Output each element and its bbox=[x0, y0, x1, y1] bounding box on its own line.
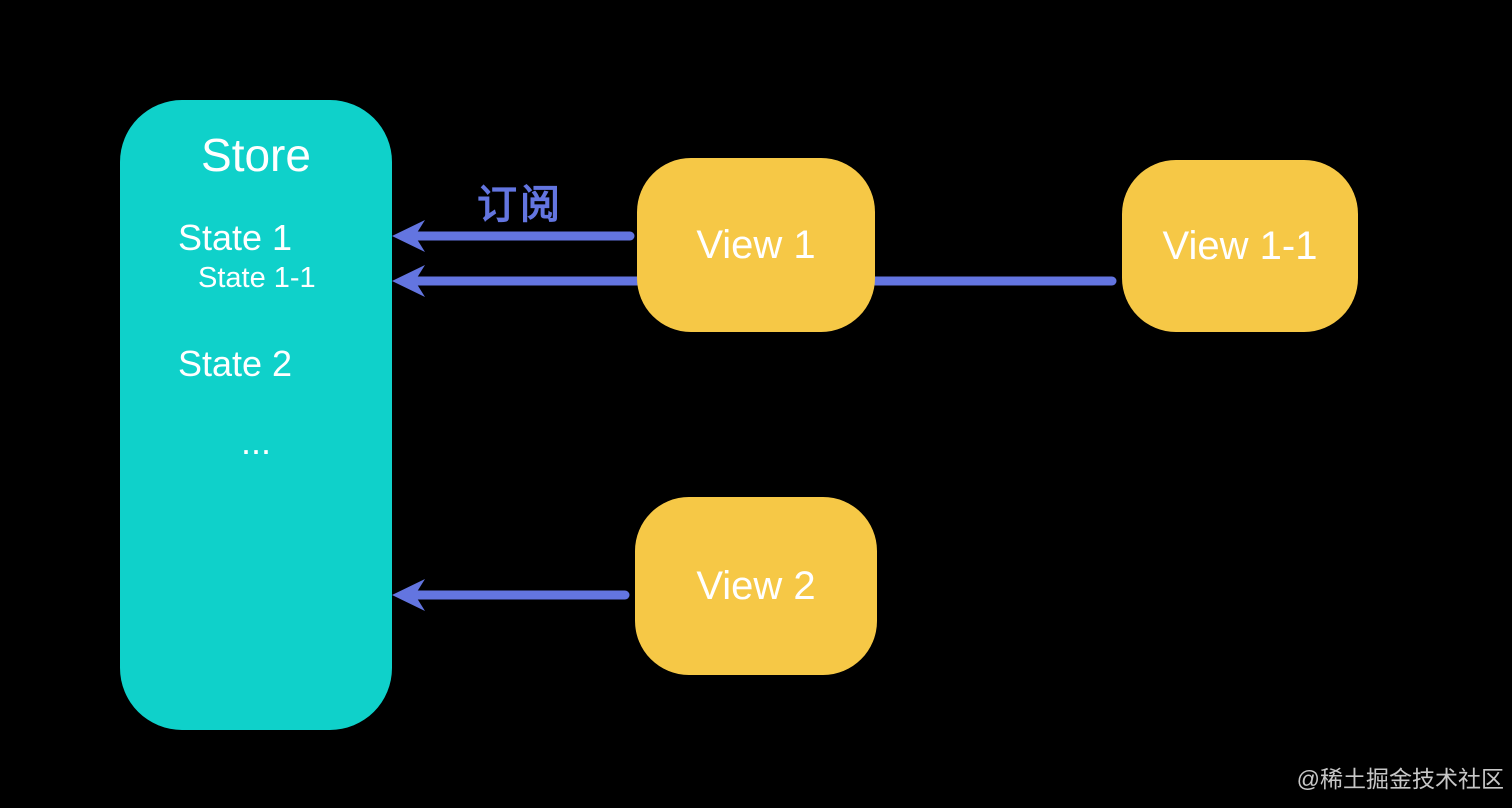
store-state-ellipsis: ... bbox=[240, 421, 271, 462]
view1-box: View 1 bbox=[637, 158, 875, 332]
store-state-2: State 2 bbox=[178, 343, 293, 384]
arrow-view2-to-store bbox=[392, 579, 630, 611]
view1-1-label: View 1-1 bbox=[1162, 223, 1318, 268]
watermark: @稀土掘金技术社区 bbox=[1296, 766, 1504, 792]
view1-label: View 1 bbox=[696, 222, 816, 267]
store-state-1-1: State 1-1 bbox=[198, 262, 316, 294]
arrow-view1-to-store bbox=[392, 220, 635, 252]
view1-1-box: View 1-1 bbox=[1122, 160, 1358, 332]
subscribe-arrow-label: 订阅 bbox=[477, 183, 563, 227]
store-state-1: State 1 bbox=[178, 217, 293, 258]
store-title: Store bbox=[201, 129, 311, 181]
view2-label: View 2 bbox=[696, 563, 816, 608]
store-box: Store State 1 State 1-1 State 2 ... bbox=[120, 100, 392, 730]
view2-box: View 2 bbox=[635, 497, 877, 675]
